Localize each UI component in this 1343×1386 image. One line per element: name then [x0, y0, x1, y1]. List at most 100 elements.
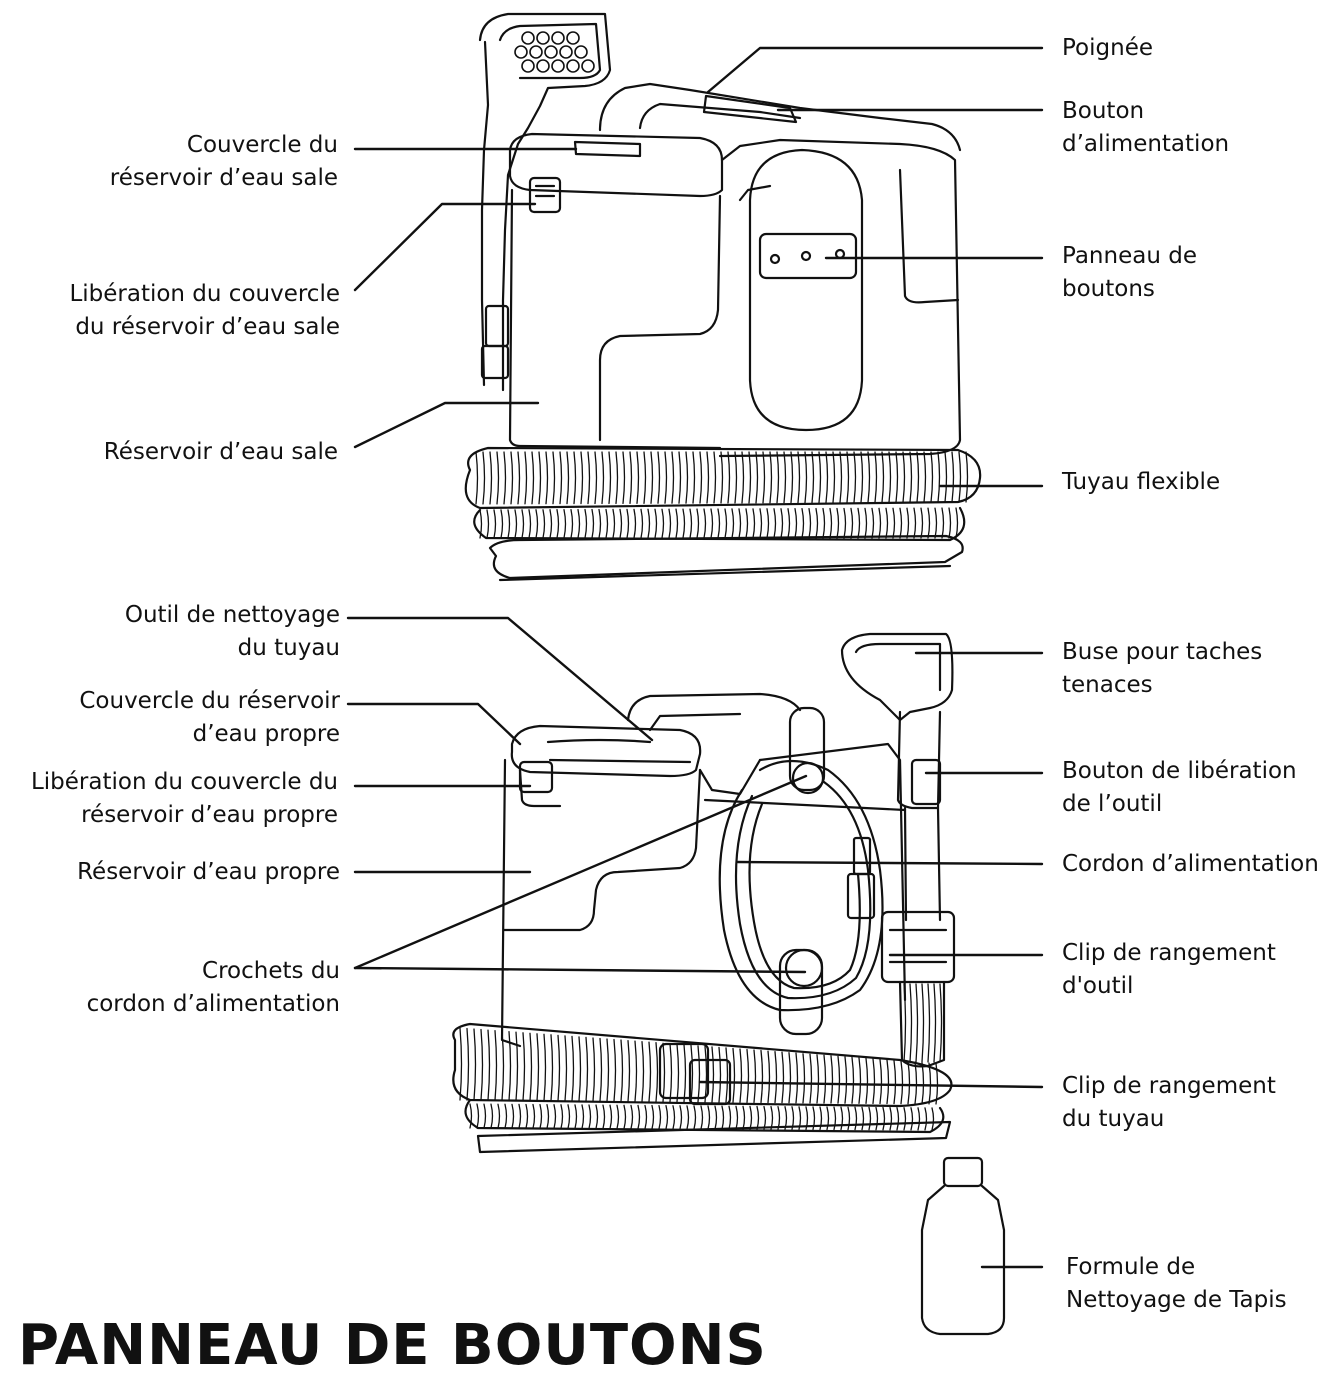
hose-rib	[691, 1045, 693, 1102]
hose-rib	[831, 1056, 833, 1103]
hose-rib	[754, 1050, 756, 1102]
hose-rib	[627, 509, 629, 538]
hose-rib	[572, 1036, 574, 1101]
hose-rib	[613, 509, 615, 538]
hose-rib	[494, 510, 496, 538]
hose-rib	[526, 1104, 528, 1128]
hose-rib	[518, 452, 520, 504]
section-heading: PANNEAU DE BOUTONS	[18, 1313, 767, 1378]
hose-rib	[847, 452, 849, 502]
hose-rib	[778, 1107, 780, 1130]
hose-rib	[799, 1107, 801, 1130]
hose-rib	[812, 452, 814, 503]
hose-rib	[515, 510, 517, 538]
hose-rib	[490, 452, 492, 504]
hose-rib	[532, 452, 534, 504]
hose-rib	[942, 508, 944, 538]
hose-rib	[641, 509, 643, 538]
hose-rib	[624, 1105, 626, 1128]
hose-rib	[934, 984, 936, 1062]
hose-rib	[761, 1051, 763, 1103]
hose-rib	[732, 509, 734, 538]
hose-rib	[746, 509, 748, 538]
hose-rib	[600, 1039, 602, 1102]
hose-rib	[593, 1038, 595, 1101]
hose-rib	[712, 1047, 714, 1102]
hose-rib	[803, 1054, 805, 1103]
hose-rib	[750, 1106, 752, 1129]
hose-rib	[672, 452, 674, 503]
hose-rib	[922, 984, 924, 1062]
hose-rib	[928, 984, 930, 1062]
hose-rib	[582, 1105, 584, 1129]
hose-rib	[585, 510, 587, 538]
hose-rib	[945, 452, 947, 502]
hose-rib	[519, 1104, 521, 1128]
hose-rib	[603, 1105, 605, 1128]
hose-rib	[916, 984, 918, 1062]
hose-rib	[896, 452, 898, 502]
hose-rib	[938, 452, 940, 502]
hose-rib	[774, 509, 776, 538]
hose-rib	[596, 1105, 598, 1128]
hose-rib	[873, 1059, 875, 1103]
hose-rib	[644, 452, 646, 503]
hose-rib	[693, 452, 695, 503]
hose-rib	[890, 1108, 892, 1130]
label-poignee: Poignée	[1062, 35, 1153, 61]
hose-rib	[512, 1104, 514, 1128]
hose-rib	[621, 1040, 623, 1101]
label-reservoir-eau-sale: Réservoir d’eau sale	[103, 439, 338, 465]
hose-rib	[662, 509, 664, 538]
hose-rib	[844, 508, 846, 538]
hose-rib	[568, 1105, 570, 1129]
hose-rib	[683, 509, 685, 538]
hose-rib	[540, 1105, 542, 1129]
hose-rib	[768, 1051, 770, 1102]
hose-rib	[824, 1055, 826, 1103]
hose-rib	[701, 1106, 703, 1129]
hose-rib	[707, 452, 709, 503]
hose-rib	[617, 1105, 619, 1128]
hose-rib	[735, 452, 737, 503]
carpet-formula-bottle	[922, 1158, 1004, 1334]
hose-rib	[855, 1107, 857, 1129]
hose-rib	[470, 1104, 472, 1128]
hose-rib	[795, 509, 797, 538]
hose-rib	[718, 509, 720, 538]
hose-rib	[635, 1041, 637, 1101]
hose-rib	[648, 509, 650, 538]
hose-rib	[726, 1048, 728, 1102]
hose-rib	[809, 509, 811, 538]
hose-rib	[845, 1057, 847, 1103]
hose-rib	[536, 510, 538, 538]
hose-rib	[841, 1107, 843, 1129]
hose-rib	[806, 1107, 808, 1130]
hose-rib	[952, 452, 954, 502]
hose-rib	[820, 1107, 822, 1129]
hose-rib	[467, 1029, 469, 1101]
hose-rib	[791, 452, 793, 503]
hose-rib	[757, 1106, 759, 1129]
hose-rib	[908, 1062, 910, 1104]
hose-rib	[637, 452, 639, 503]
hose-rib	[557, 510, 559, 538]
hose-rib	[918, 1108, 920, 1130]
hose-rib	[511, 452, 513, 504]
hose-rib	[753, 509, 755, 538]
hose-rib	[670, 1044, 672, 1102]
hose-rib	[924, 452, 926, 502]
hose-rib	[508, 510, 510, 538]
hose-rib	[694, 1106, 696, 1129]
hose-rib	[711, 509, 713, 538]
hose-rib	[907, 508, 909, 538]
hose-rib	[525, 452, 527, 504]
hose-rib	[875, 452, 877, 502]
hose-rib	[756, 452, 758, 503]
hose-rib	[781, 509, 783, 538]
hose-rib	[574, 452, 576, 504]
